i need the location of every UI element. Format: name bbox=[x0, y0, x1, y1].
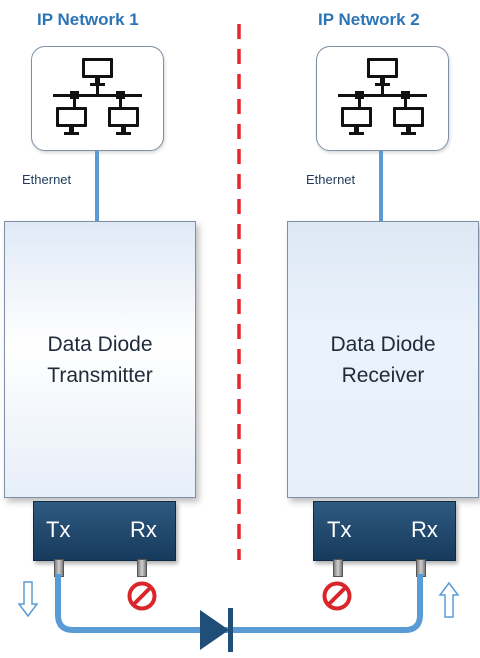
network-separator-line bbox=[237, 24, 241, 560]
data-diode-transmitter: Data Diode Transmitter bbox=[4, 221, 196, 498]
arrow-up-icon bbox=[438, 581, 460, 618]
receiver-label-line1: Data Diode bbox=[330, 332, 436, 356]
transmitter-tx-port-label: Tx bbox=[46, 517, 71, 542]
transmitter-label-line1: Data Diode bbox=[47, 332, 153, 356]
receiver-tx-port-label: Tx bbox=[327, 517, 352, 542]
network-topology-icon bbox=[53, 58, 142, 135]
receiver-label-line2: Receiver bbox=[341, 363, 425, 387]
one-way-fiber-link bbox=[55, 574, 423, 652]
receiver-port-panel: Tx Rx bbox=[313, 501, 456, 561]
network-2-box bbox=[316, 46, 449, 151]
network-2-title: IP Network 2 bbox=[318, 10, 420, 29]
blocked-icon bbox=[127, 581, 157, 611]
network-topology-icon bbox=[338, 58, 427, 135]
ethernet-label-1: Ethernet bbox=[22, 172, 72, 187]
diode-symbol bbox=[200, 608, 233, 652]
ethernet-link-2 bbox=[379, 151, 383, 221]
transmitter-rx-port-label: Rx bbox=[130, 517, 157, 542]
receiver-tx-connector bbox=[333, 559, 343, 577]
transmitter-rx-connector bbox=[137, 559, 147, 577]
ethernet-label-2: Ethernet bbox=[306, 172, 356, 187]
network-1-title: IP Network 1 bbox=[37, 10, 139, 29]
receiver-rx-port-label: Rx bbox=[411, 517, 438, 542]
arrow-down-icon bbox=[17, 581, 39, 618]
transmitter-label: Data Diode Transmitter bbox=[47, 329, 152, 391]
transmitter-port-panel: Tx Rx bbox=[33, 501, 176, 561]
blocked-icon bbox=[322, 581, 352, 611]
network-1-box bbox=[31, 46, 164, 151]
data-diode-receiver: Data Diode Receiver bbox=[287, 221, 479, 498]
ethernet-link-1 bbox=[95, 151, 99, 221]
receiver-label: Data Diode Receiver bbox=[330, 329, 435, 391]
transmitter-label-line2: Transmitter bbox=[47, 363, 153, 387]
